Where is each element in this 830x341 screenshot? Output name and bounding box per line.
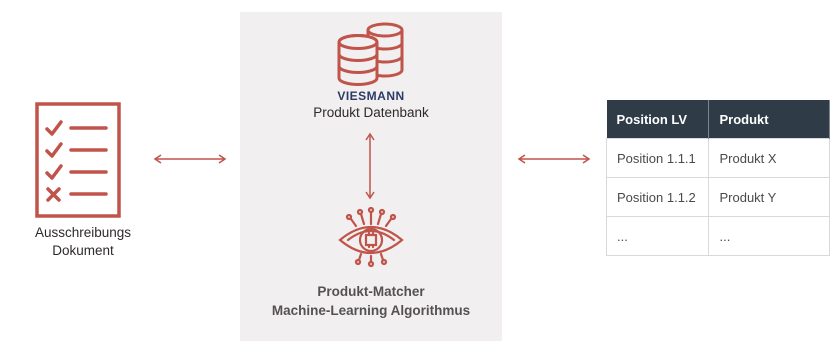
table-cell: Position 1.1.1 [605, 138, 710, 178]
header-produkt: Produkt [708, 100, 830, 139]
document-label-line2: Dokument [52, 243, 114, 258]
table-cell: Position 1.1.2 [605, 177, 710, 217]
checklist-document-icon [35, 102, 121, 218]
vertical-double-arrow [365, 132, 375, 200]
table-row: Position 1.1.1 Produkt X [605, 138, 830, 178]
table-header-row: Position LV Produkt [606, 100, 830, 139]
table-cell: ... [605, 216, 710, 256]
result-table: Position LV Produkt Position 1.1.1 Produ… [605, 100, 830, 256]
table-cell: Produkt X [708, 138, 830, 178]
table-cell: ... [708, 216, 830, 256]
brand-logo: VIESMANN [337, 89, 405, 103]
left-double-arrow [153, 154, 227, 164]
table-cell: Produkt Y [708, 177, 830, 217]
table-row: Position 1.1.2 Produkt Y [605, 177, 830, 217]
document-label: Ausschreibungs Dokument [8, 224, 158, 260]
matcher-label-line2: Machine-Learning Algorithmus [271, 303, 471, 318]
matcher-label-line1: Produkt-Matcher [317, 284, 425, 299]
right-double-arrow [517, 154, 591, 164]
table-row: ... ... [605, 216, 830, 256]
document-label-line1: Ausschreibungs [34, 225, 132, 240]
header-position: Position LV [606, 100, 710, 139]
database-label: Produkt Datenbank [313, 105, 429, 120]
database-icon [337, 22, 404, 86]
eye-circuit-icon [338, 206, 404, 268]
matcher-label: Produkt-Matcher Machine-Learning Algorit… [240, 282, 502, 320]
